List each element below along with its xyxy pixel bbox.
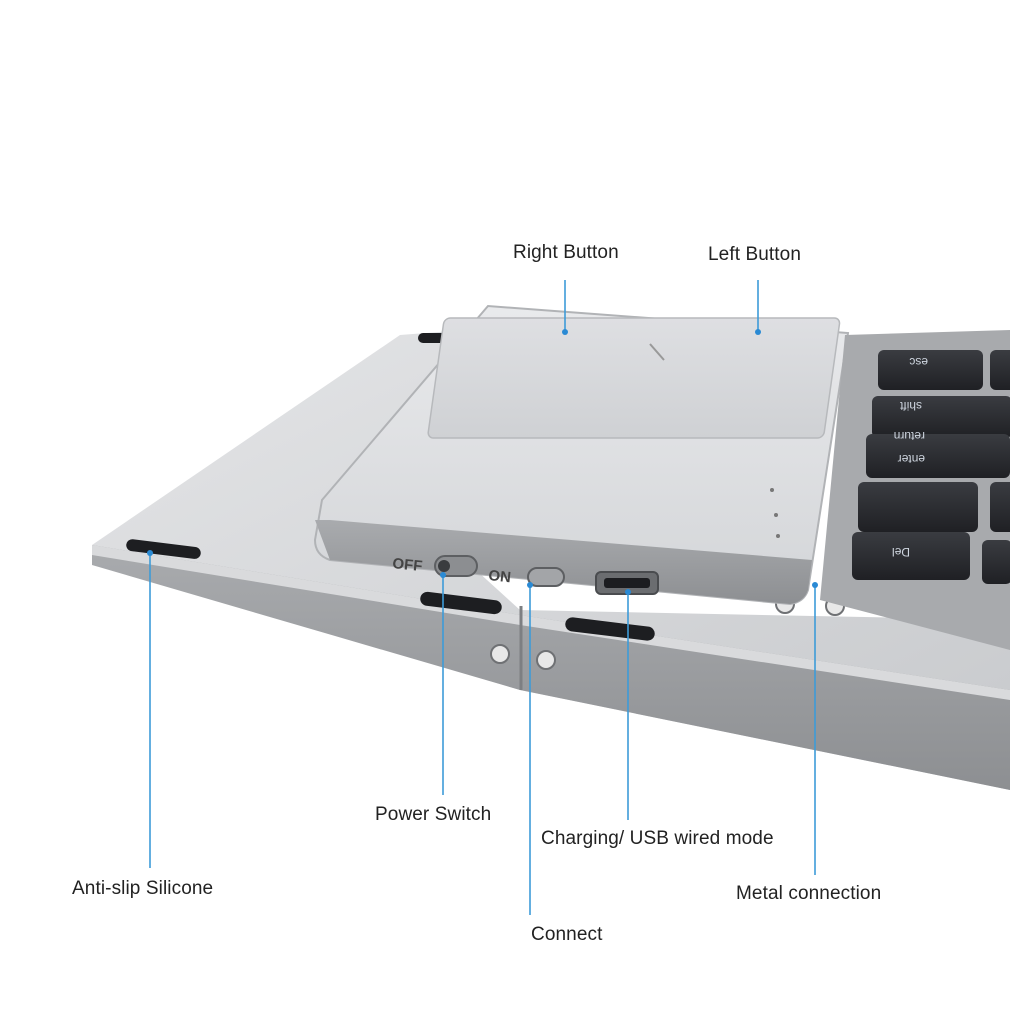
- svg-text:shift: shift: [899, 399, 922, 413]
- callout-connect: Connect: [531, 924, 603, 945]
- silicone-pads: [126, 333, 655, 641]
- callout-lines: [147, 280, 818, 915]
- key-return: [866, 434, 1010, 478]
- svg-text:return: return: [894, 429, 925, 443]
- keyboard-section: esc shift return enter Del: [820, 330, 1010, 650]
- on-label: ON: [488, 567, 512, 586]
- off-label: OFF: [392, 555, 424, 575]
- callout-right-button: Right Button: [513, 242, 619, 263]
- svg-text:enter: enter: [898, 452, 925, 466]
- key-esc: [878, 350, 983, 390]
- touchpad-module: [313, 304, 850, 606]
- key-shift: [872, 396, 1010, 438]
- callout-anti-slip: Anti-slip Silicone: [72, 878, 214, 899]
- svg-text:esc: esc: [909, 355, 928, 369]
- key-del: [852, 532, 970, 580]
- callout-charging-usb: Charging/ USB wired mode: [541, 828, 774, 849]
- callout-power-switch: Power Switch: [375, 804, 492, 825]
- callout-left-button: Left Button: [708, 244, 802, 265]
- svg-text:Del: Del: [892, 545, 910, 559]
- callout-metal-connection: Metal connection: [736, 883, 882, 904]
- side-ports: OFF ON: [392, 488, 780, 595]
